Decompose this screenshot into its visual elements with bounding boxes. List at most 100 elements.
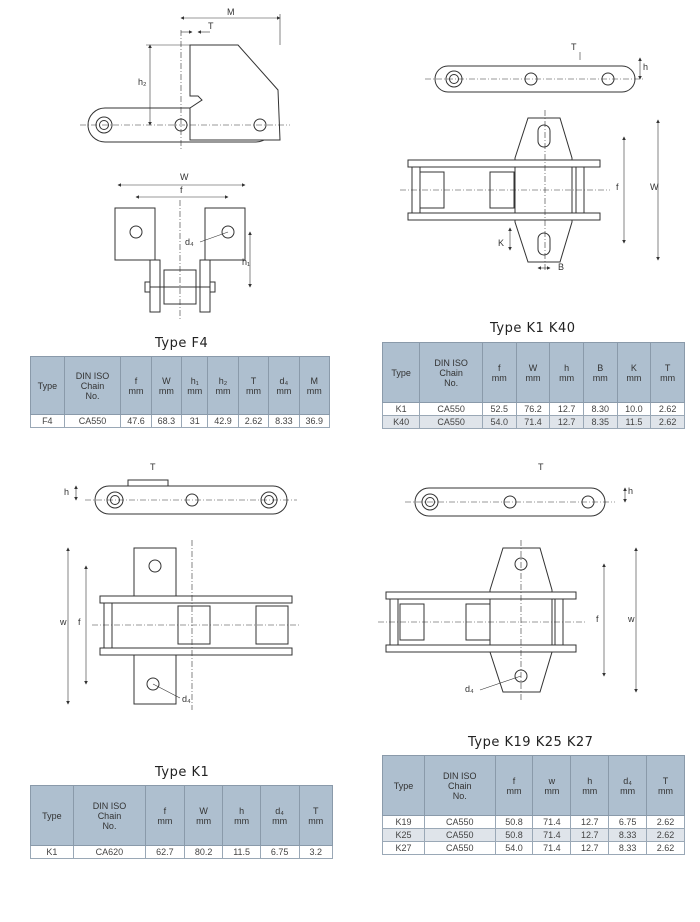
table-cell: 68.3 [150, 414, 183, 428]
header-text: mm [308, 815, 324, 826]
table-cell: 36.9 [298, 414, 331, 428]
table-cell: 62.7 [145, 845, 185, 859]
table-cell: 71.4 [532, 841, 572, 855]
dim-label-h-k1k40: h [643, 62, 648, 72]
table-cell: 12.7 [570, 828, 610, 842]
dim-label-k: K [498, 238, 504, 248]
header-text: DIN ISO [434, 357, 468, 368]
column-header: Type [381, 342, 421, 403]
header-text: No. [444, 377, 459, 388]
table-cell: 8.33 [608, 828, 648, 842]
header-text: Type [42, 810, 62, 821]
table-cell: 42.9 [207, 414, 239, 428]
table-cell: 2.62 [650, 402, 685, 416]
dim-label-w-k1: w [59, 617, 67, 627]
column-header: Type [30, 785, 74, 846]
header-text: Type [393, 780, 414, 791]
header-text: mm [660, 372, 676, 383]
table-cell: 8.30 [582, 402, 618, 416]
dim-label-m: M [227, 7, 235, 17]
header-text: mm [559, 372, 575, 383]
table-cell: 80.2 [183, 845, 224, 859]
table-cell: 52.5 [481, 402, 517, 416]
header-text: M [310, 375, 319, 386]
table-cell: 12.7 [549, 415, 584, 429]
header-text: DIN ISO [92, 800, 127, 811]
header-text: Chain [447, 780, 472, 791]
table-cell: 11.5 [616, 415, 652, 429]
dim-label-f-k1k40: f [616, 182, 619, 192]
table-cell: 2.62 [646, 828, 685, 842]
header-text: mm [234, 815, 250, 826]
header-text: mm [272, 815, 288, 826]
k1-side-view [74, 479, 297, 515]
dim-label-h2: h₂ [138, 77, 147, 87]
header-text: Chain [80, 380, 105, 391]
header-text: mm [187, 385, 203, 396]
header-text: mm [592, 372, 608, 383]
header-text: No. [85, 390, 100, 401]
table-cell: CA550 [419, 402, 483, 416]
dim-label-w-k19: w [627, 614, 635, 624]
k1k40-side-view [425, 52, 645, 93]
dim-label-w: W [180, 172, 189, 182]
dim-label-b: B [558, 262, 564, 272]
column-header: Type [30, 356, 65, 415]
f4-top-view [114, 183, 252, 320]
table-cell: K1 [381, 402, 421, 416]
dim-label-d4-k19: d₄ [465, 684, 474, 694]
table-cell: 71.4 [515, 415, 551, 429]
header-text: w [548, 775, 556, 786]
table-cell: CA550 [423, 841, 496, 855]
dim-label-w-k1k40: W [650, 182, 659, 192]
header-text: h [587, 775, 593, 786]
header-text: Type [391, 367, 411, 378]
header-text: mm [158, 385, 174, 396]
table-cell: 50.8 [494, 828, 534, 842]
table-cell: 54.0 [494, 841, 534, 855]
table-cell: 11.5 [222, 845, 261, 859]
table-cell: 2.62 [650, 415, 685, 429]
header-text: f [512, 775, 516, 786]
header-text: mm [626, 372, 642, 383]
header-text: h₂ [218, 375, 228, 386]
header-text: B [597, 362, 604, 373]
table-cell: 54.0 [481, 415, 517, 429]
header-text: Chain [439, 367, 463, 378]
table-cell: 8.33 [608, 841, 648, 855]
table-cell: CA550 [423, 815, 496, 829]
header-text: W [528, 362, 538, 373]
header-text: mm [128, 385, 144, 396]
table-cell: 10.0 [616, 402, 652, 416]
table-cell: 6.75 [608, 815, 648, 829]
header-text: d₄ [279, 375, 289, 386]
header-text: mm [658, 785, 674, 796]
header-text: f [134, 375, 138, 386]
dim-label-t-k1k40: T [571, 42, 577, 52]
table-cell: 47.6 [120, 414, 152, 428]
dim-label-f: f [180, 185, 183, 195]
header-text: W [162, 375, 171, 386]
table-cell: 2.62 [237, 414, 270, 428]
table-cell: 8.33 [268, 414, 300, 428]
table-cell: K27 [382, 841, 425, 855]
header-text: h [564, 362, 570, 373]
table-cell: 8.35 [582, 415, 618, 429]
